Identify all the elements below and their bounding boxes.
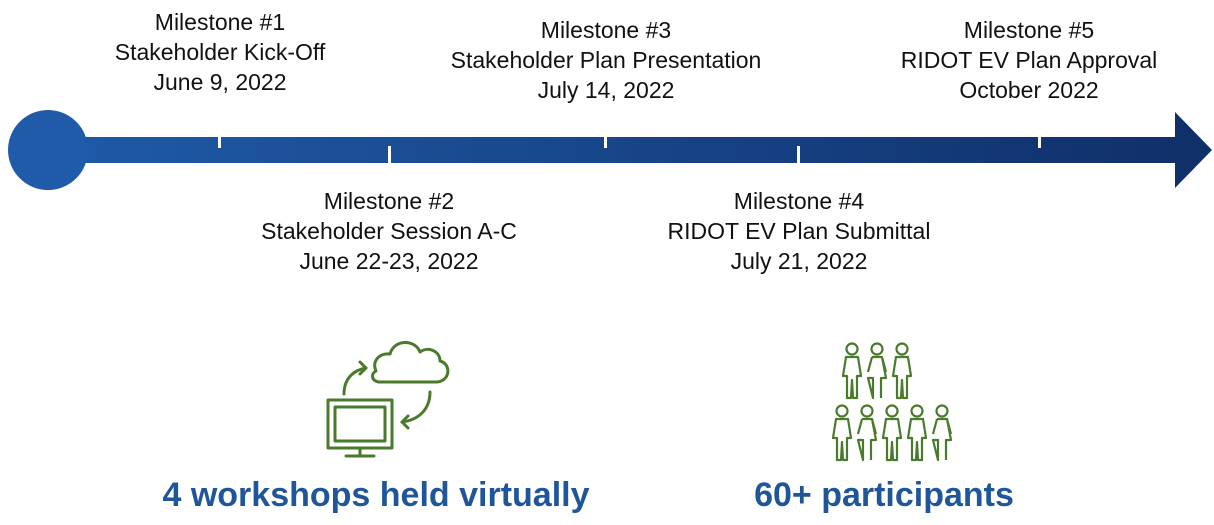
timeline	[8, 110, 1212, 190]
milestone-3: Milestone #3 Stakeholder Plan Presentati…	[426, 15, 786, 105]
person-figure	[856, 404, 878, 462]
milestone-name: RIDOT EV Plan Submittal	[667, 218, 931, 244]
milestone-date: October 2022	[959, 77, 1099, 103]
milestone-5: Milestone #5 RIDOT EV Plan Approval Octo…	[849, 15, 1209, 105]
participants-caption: 60+ participants	[754, 476, 1014, 514]
timeline-bar	[40, 137, 1180, 163]
timeline-arrowhead	[1175, 112, 1212, 188]
people-group-icon	[831, 342, 953, 462]
person-figure	[866, 342, 888, 400]
timeline-start-circle	[8, 110, 88, 190]
milestone-tick-3	[604, 128, 607, 148]
person-figure	[831, 404, 853, 462]
workshops-caption: 4 workshops held virtually	[162, 476, 590, 514]
milestone-tick-1	[218, 128, 221, 148]
milestone-name: Stakeholder Kick-Off	[114, 39, 326, 65]
milestone-4: Milestone #4 RIDOT EV Plan Submittal Jul…	[619, 186, 979, 276]
milestone-date: June 22-23, 2022	[299, 248, 479, 274]
milestone-number: Milestone #3	[540, 17, 672, 43]
person-figure	[931, 404, 953, 462]
computer-cloud-sync-icon	[326, 341, 450, 458]
milestone-2: Milestone #2 Stakeholder Session A-C Jun…	[209, 186, 569, 276]
milestone-tick-5	[1038, 128, 1041, 148]
milestone-number: Milestone #1	[154, 9, 286, 35]
milestone-number: Milestone #2	[323, 188, 455, 214]
person-figure	[906, 404, 928, 462]
milestone-name: Stakeholder Session A-C	[261, 218, 517, 244]
milestone-name: RIDOT EV Plan Approval	[900, 47, 1158, 73]
milestone-tick-2	[388, 146, 391, 164]
milestone-name: Stakeholder Plan Presentation	[450, 47, 762, 73]
person-figure	[841, 342, 863, 400]
milestone-tick-4	[797, 146, 800, 164]
milestone-number: Milestone #4	[733, 188, 865, 214]
person-figure	[881, 404, 903, 462]
milestone-date: July 21, 2022	[730, 248, 868, 274]
milestone-date: June 9, 2022	[153, 69, 287, 95]
milestone-1: Milestone #1 Stakeholder Kick-Off June 9…	[40, 7, 400, 97]
milestone-number: Milestone #5	[963, 17, 1095, 43]
milestone-date: July 14, 2022	[537, 77, 675, 103]
person-figure	[891, 342, 913, 400]
